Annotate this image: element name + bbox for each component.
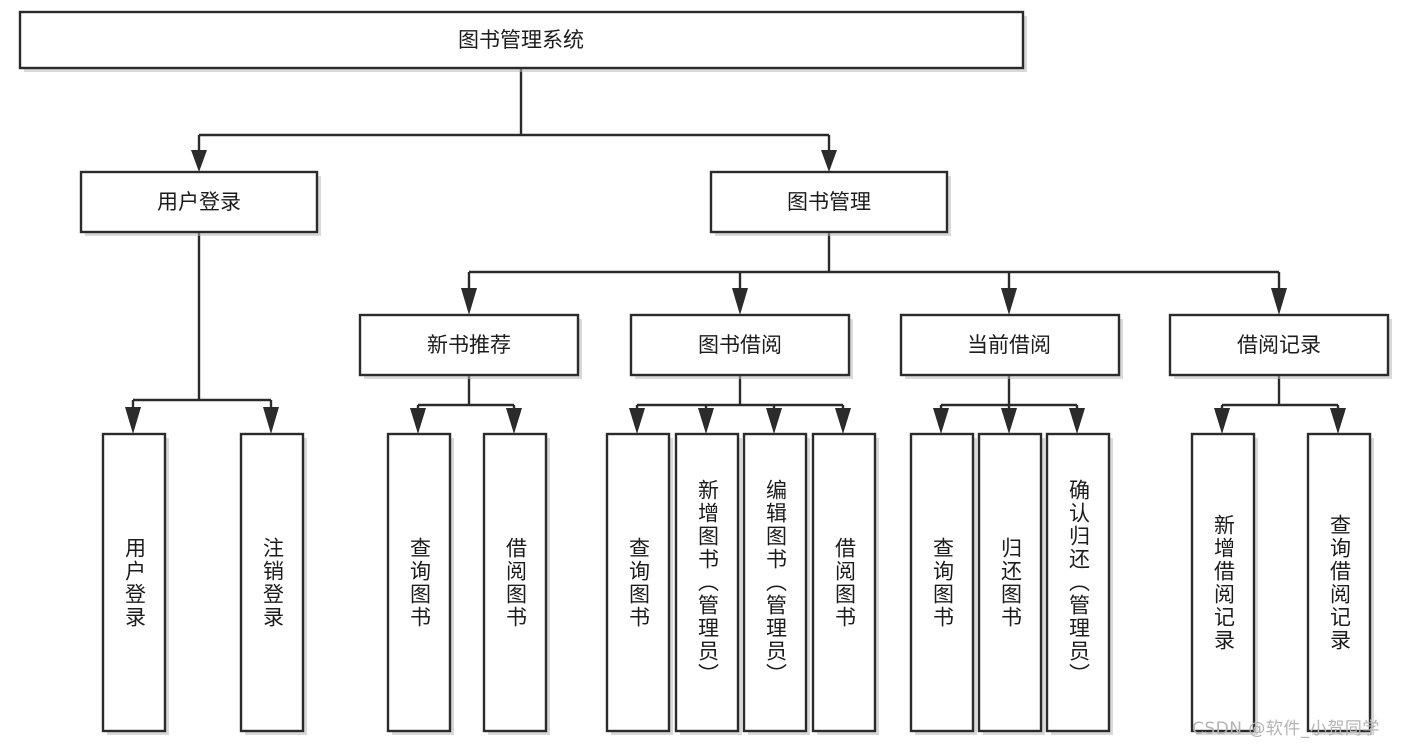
- leaf-query-book-3-box[interactable]: [909, 432, 975, 733]
- arrowhead-leaf-user-logout: [263, 407, 279, 434]
- arrowhead-leaf-borrow-book-2: [835, 408, 851, 434]
- arrowhead-user-login: [191, 150, 207, 172]
- current-borrow-label: 当前借阅: [967, 333, 1051, 357]
- arrowhead-leaf-query-book-2: [629, 408, 645, 434]
- root-box[interactable]: [18, 10, 1025, 70]
- node-current-borrow[interactable]: 当前借阅: [899, 313, 1123, 379]
- user-login-box[interactable]: [79, 170, 319, 234]
- leaf-return-book-box[interactable]: [977, 432, 1043, 733]
- current-borrow-box[interactable]: [899, 313, 1121, 377]
- csdn-watermark: CSDN @软件_小贺同学: [1192, 719, 1380, 739]
- arrowhead-book-borrow: [732, 288, 748, 315]
- book-manage-label: 图书管理: [787, 190, 871, 214]
- node-new-book-rec[interactable]: 新书推荐: [358, 313, 582, 379]
- arrowhead-book-manage: [821, 150, 837, 172]
- leaf-borrow-book-1-box[interactable]: [482, 432, 548, 733]
- arrowhead-borrow-record: [1271, 288, 1287, 315]
- arrowhead-leaf-user-login: [125, 407, 141, 434]
- leaf-add-book-box[interactable]: [674, 432, 740, 733]
- leaf-query-book-1-box[interactable]: [386, 432, 452, 733]
- borrow-record-box[interactable]: [1168, 313, 1390, 377]
- book-borrow-box[interactable]: [629, 313, 851, 377]
- arrowhead-leaf-confirm-return: [1069, 408, 1085, 434]
- connector-group: [125, 68, 1346, 434]
- leaf-box-group: [101, 432, 1374, 735]
- book-manage-box[interactable]: [709, 170, 949, 234]
- node-book-manage[interactable]: 图书管理: [709, 170, 951, 236]
- new-book-rec-box[interactable]: [358, 313, 580, 377]
- arrowhead-current-borrow: [1001, 288, 1017, 315]
- arrowhead-leaf-return-book: [1001, 408, 1017, 434]
- arrowhead-leaf-borrow-book-1: [506, 408, 522, 434]
- leaf-user-login-box[interactable]: [101, 432, 167, 733]
- leaf-confirm-return-box[interactable]: [1045, 432, 1111, 733]
- root-label: 图书管理系统: [458, 28, 584, 52]
- leaf-edit-book-box[interactable]: [742, 432, 808, 733]
- node-root[interactable]: 图书管理系统: [18, 10, 1027, 72]
- user-login-label: 用户登录: [157, 190, 241, 214]
- arrowhead-leaf-query-book-3: [933, 408, 949, 434]
- borrow-record-label: 借阅记录: [1237, 333, 1321, 357]
- arrowhead-leaf-add-record: [1214, 408, 1230, 434]
- arrowhead-new-book-rec: [461, 288, 477, 315]
- node-borrow-record[interactable]: 借阅记录: [1168, 313, 1392, 379]
- arrowhead-leaf-query-book-1: [410, 408, 426, 434]
- leaf-query-record-box[interactable]: [1306, 432, 1372, 733]
- arrowhead-leaf-add-book: [698, 408, 714, 434]
- node-user-login[interactable]: 用户登录: [79, 170, 321, 236]
- arrowhead-leaf-edit-book: [766, 408, 782, 434]
- leaf-user-logout-box[interactable]: [239, 432, 305, 733]
- leaf-query-book-2-box[interactable]: [605, 432, 671, 733]
- node-book-borrow[interactable]: 图书借阅: [629, 313, 853, 379]
- leaf-add-record-box[interactable]: [1190, 432, 1256, 733]
- new-book-rec-label: 新书推荐: [427, 333, 511, 357]
- book-borrow-label: 图书借阅: [698, 333, 782, 357]
- leaf-borrow-book-2-box[interactable]: [811, 432, 877, 733]
- arrowhead-leaf-query-record: [1330, 408, 1346, 434]
